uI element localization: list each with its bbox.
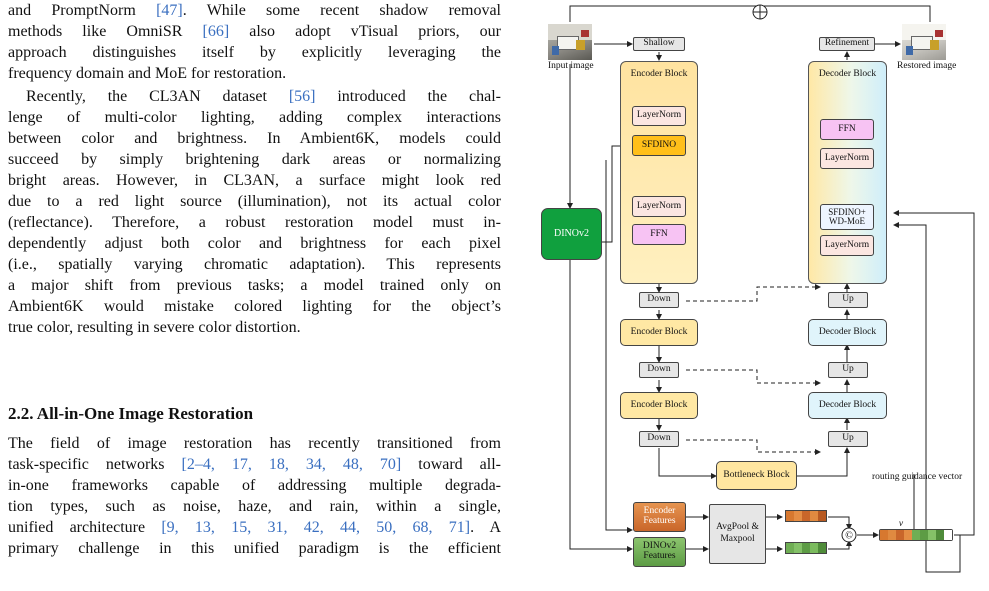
citation-link[interactable]: [2–4, 17, 18, 34, 48, 70] bbox=[181, 456, 402, 473]
paragraph-line: bright areas. However, in CL3AN, a surfa… bbox=[8, 170, 501, 191]
paragraph-line: The field of image restoration has recen… bbox=[8, 433, 501, 454]
line-text: introduced the chal- bbox=[315, 88, 501, 105]
sfdino-moe-box: SFDINO+ WD-MoE bbox=[820, 204, 874, 230]
line-text: frequency domain and MoE for restoration… bbox=[8, 65, 287, 82]
citation-link[interactable]: [56] bbox=[288, 88, 316, 105]
paragraph-line: Ambient6K would mistake colored lighting… bbox=[8, 296, 501, 317]
paragraph-line: true color, resulting in severe color di… bbox=[8, 317, 501, 338]
encoder-layernorm-1: LayerNorm bbox=[632, 106, 686, 126]
dinov2-features-box: DINOv2 Features bbox=[633, 537, 686, 567]
up-box-3: Up bbox=[828, 431, 868, 447]
line-text: (i.e., spatially varying chromatic adapt… bbox=[8, 256, 501, 273]
down-box-3: Down bbox=[639, 431, 679, 447]
line-text: task-specific networks bbox=[8, 456, 182, 473]
up-box-2: Up bbox=[828, 362, 868, 378]
line-text: due to a red light source (illumination)… bbox=[8, 193, 501, 210]
paragraph-line: Recently, the CL3AN dataset [56] introdu… bbox=[26, 86, 501, 107]
shallow-box: Shallow bbox=[633, 37, 685, 51]
decoder-block-2: Decoder Block bbox=[808, 319, 887, 346]
line-text: between color and brightness. In Ambient… bbox=[8, 130, 501, 147]
encoder-block-title: Encoder Block bbox=[630, 69, 688, 79]
decoder-block-title: Decoder Block bbox=[818, 69, 877, 79]
paragraph-line: (reflectance). Therefore, a robust resto… bbox=[8, 212, 501, 233]
line-text: also adopt vTisual priors, our bbox=[229, 23, 502, 40]
up-box-1: Up bbox=[828, 292, 868, 308]
bottleneck-block: Bottleneck Block bbox=[716, 461, 797, 490]
paragraph-line: in-one frameworks capable of addressing … bbox=[8, 475, 501, 496]
paragraph-line: lenge of multi-color lighting, adding co… bbox=[8, 107, 501, 128]
line-text: Recently, the CL3AN dataset bbox=[26, 88, 289, 105]
paragraph-line: approach distinguishes itself by explici… bbox=[8, 42, 501, 63]
paragraph-line: primary challenge in this unified paradi… bbox=[8, 538, 501, 559]
figure-connectors: © bbox=[567, 4, 975, 573]
paragraph-line: between color and brightness. In Ambient… bbox=[8, 128, 501, 149]
line-text: Ambient6K would mistake colored lighting… bbox=[8, 298, 501, 315]
encoder-pooled-vector bbox=[785, 510, 827, 522]
dinov2-pooled-vector bbox=[785, 542, 827, 554]
line-text: true color, resulting in severe color di… bbox=[8, 319, 301, 336]
paragraph-line: dependently adjust both color and bright… bbox=[8, 233, 501, 254]
refinement-box: Refinement bbox=[819, 37, 875, 51]
line-text: (reflectance). Therefore, a robust resto… bbox=[8, 214, 501, 231]
paragraph-line: and PromptNorm [47]. While some recent s… bbox=[8, 0, 501, 21]
section-heading: 2.2. All-in-One Image Restoration bbox=[8, 404, 254, 423]
avgpool-maxpool-box: AvgPool & Maxpool bbox=[709, 504, 766, 564]
line-text: a major shift from previous tasks; a mod… bbox=[8, 277, 501, 294]
paragraph-line: a major shift from previous tasks; a mod… bbox=[8, 275, 501, 296]
line-text: toward all- bbox=[401, 456, 502, 473]
line-text: methods like OmniSR bbox=[8, 23, 203, 40]
decoder-layernorm-1: LayerNorm bbox=[820, 148, 874, 169]
restored-image-thumbnail bbox=[902, 24, 946, 60]
architecture-figure: © Input image Restored image Shallow Ref… bbox=[514, 0, 989, 591]
line-text: approach distinguishes itself by explici… bbox=[8, 44, 501, 61]
encoder-block-3: Encoder Block bbox=[620, 392, 698, 419]
paragraph-line: succeed by simply brightening dark areas… bbox=[8, 149, 501, 170]
concat-symbol bbox=[841, 527, 857, 543]
line-text: succeed by simply brightening dark areas… bbox=[8, 151, 501, 168]
concat-label: © bbox=[845, 531, 853, 542]
encoder-layernorm-2: LayerNorm bbox=[632, 196, 686, 217]
citation-link[interactable]: [66] bbox=[202, 23, 230, 40]
line-text: lenge of multi-color lighting, adding co… bbox=[8, 109, 501, 126]
encoder-ffn-box: FFN bbox=[632, 224, 686, 245]
input-image-thumbnail bbox=[548, 24, 592, 60]
line-text: and PromptNorm bbox=[8, 2, 157, 19]
paragraph-line: unified architecture [9, 13, 15, 31, 42,… bbox=[8, 517, 501, 538]
restored-image-label: Restored image bbox=[897, 61, 957, 71]
global-residual-line bbox=[569, 5, 931, 22]
paragraph-line: (i.e., spatially varying chromatic adapt… bbox=[8, 254, 501, 275]
down-box-2: Down bbox=[639, 362, 679, 378]
encoder-block-expanded: Encoder Block bbox=[620, 61, 698, 284]
line-text: unified architecture bbox=[8, 519, 162, 536]
routing-guidance-label: routing guidance vector bbox=[872, 472, 963, 482]
dinov2-box: DINOv2 bbox=[541, 208, 602, 260]
routing-symbol: v bbox=[898, 519, 904, 529]
line-text: primary challenge in this unified paradi… bbox=[8, 540, 501, 557]
citation-link[interactable]: [9, 13, 15, 31, 42, 44, 50, 68, 71] bbox=[161, 519, 471, 536]
line-text: tion types, such as noise, haze, and rai… bbox=[8, 498, 501, 515]
citation-link[interactable]: [47] bbox=[156, 2, 183, 19]
paragraph-line: frequency domain and MoE for restoration… bbox=[8, 63, 501, 84]
decoder-layernorm-2: LayerNorm bbox=[820, 235, 874, 256]
line-text: . A bbox=[470, 519, 502, 536]
paragraph-line: tion types, such as noise, haze, and rai… bbox=[8, 496, 501, 517]
line-text: dependently adjust both color and bright… bbox=[8, 235, 501, 252]
encoder-features-box: Encoder Features bbox=[633, 502, 686, 532]
down-box-1: Down bbox=[639, 292, 679, 308]
encoder-block-2: Encoder Block bbox=[620, 319, 698, 346]
paragraph-line: methods like OmniSR [66] also adopt vTis… bbox=[8, 21, 501, 42]
routing-guidance-vector bbox=[879, 529, 953, 541]
line-text: in-one frameworks capable of addressing … bbox=[8, 477, 501, 494]
sfdino-box: SFDINO bbox=[632, 135, 686, 156]
decoder-block-3: Decoder Block bbox=[808, 392, 887, 419]
line-text: . While some recent shadow removal bbox=[182, 2, 502, 19]
input-image-label: Input image bbox=[548, 61, 594, 71]
line-text: The field of image restoration has recen… bbox=[8, 435, 501, 452]
paper-text-column: and PromptNorm [47]. While some recent s… bbox=[8, 0, 501, 559]
paragraph-line: task-specific networks [2–4, 17, 18, 34,… bbox=[8, 454, 501, 475]
paragraph-line: due to a red light source (illumination)… bbox=[8, 191, 501, 212]
line-text: bright areas. However, in CL3AN, a surfa… bbox=[8, 172, 501, 189]
decoder-ffn-box: FFN bbox=[820, 119, 874, 140]
